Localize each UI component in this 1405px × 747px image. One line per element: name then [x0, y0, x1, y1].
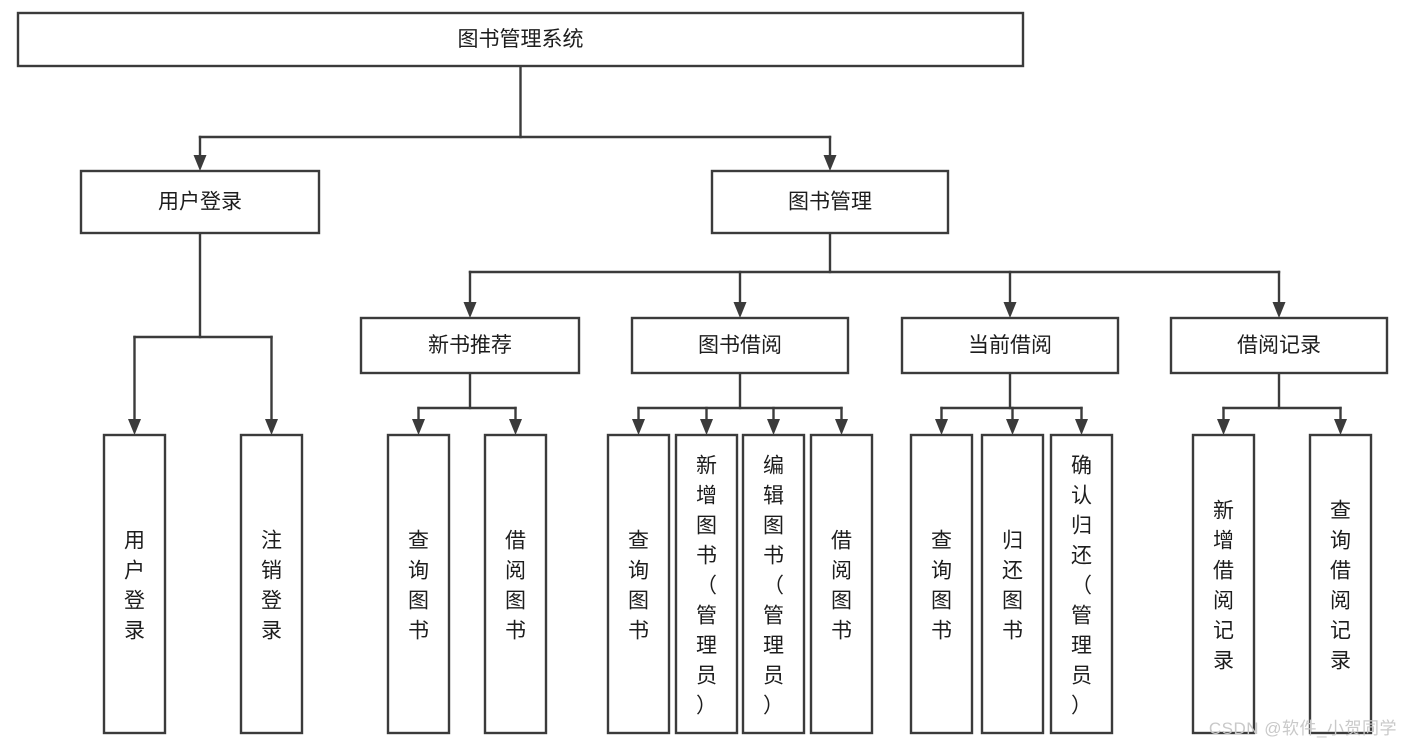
node-label: 查询借阅记录 — [1330, 499, 1351, 672]
node-label: 新增借阅记录 — [1213, 499, 1234, 672]
node-label: 确认归还（管理员） — [1071, 454, 1092, 717]
node-label: 当前借阅 — [968, 334, 1052, 357]
node-leaf4[interactable]: 借阅图书 — [483, 433, 548, 735]
node-label: 新书推荐 — [428, 334, 512, 357]
node-label: 图书管理系统 — [458, 28, 584, 51]
node-box — [741, 433, 806, 735]
node-box — [1191, 433, 1256, 735]
node-box — [359, 316, 581, 375]
node-login[interactable]: 用户登录 — [79, 169, 321, 235]
node-leaf13[interactable]: 查询借阅记录 — [1308, 433, 1373, 735]
node-leaf10[interactable]: 归还图书 — [980, 433, 1045, 735]
arrow-head-icon — [700, 419, 713, 435]
node-box — [386, 433, 451, 735]
node-box — [710, 169, 950, 235]
node-leaf11[interactable]: 确认归还（管理员） — [1049, 433, 1114, 735]
arrow-head-icon — [835, 419, 848, 435]
node-box — [980, 433, 1045, 735]
node-box — [606, 433, 671, 735]
node-label: 查询图书 — [628, 529, 649, 642]
node-label: 借阅图书 — [505, 529, 526, 642]
node-leaf5[interactable]: 查询图书 — [606, 433, 671, 735]
node-leaf12[interactable]: 新增借阅记录 — [1191, 433, 1256, 735]
node-leaf7[interactable]: 编辑图书（管理员） — [741, 433, 806, 735]
node-records[interactable]: 借阅记录 — [1169, 316, 1389, 375]
arrow-head-icon — [265, 419, 278, 435]
node-label: 用户登录 — [158, 191, 242, 214]
node-leaf9[interactable]: 查询图书 — [909, 433, 974, 735]
node-label: 图书借阅 — [698, 334, 782, 357]
arrow-head-icon — [128, 419, 141, 435]
node-label: 查询图书 — [931, 529, 952, 642]
node-current[interactable]: 当前借阅 — [900, 316, 1120, 375]
arrow-head-icon — [1272, 302, 1286, 318]
arrow-head-icon — [1334, 419, 1347, 435]
node-leaf2[interactable]: 注销登录 — [239, 433, 304, 735]
node-label: 归还图书 — [1002, 529, 1023, 642]
arrow-head-icon — [632, 419, 645, 435]
node-leaf6[interactable]: 新增图书（管理员） — [674, 433, 739, 735]
arrow-head-icon — [733, 302, 747, 318]
node-label: 注销登录 — [261, 529, 282, 642]
arrow-head-icon — [1217, 419, 1230, 435]
node-box — [16, 11, 1025, 68]
node-box — [1049, 433, 1114, 735]
node-box — [809, 433, 874, 735]
node-box — [900, 316, 1120, 375]
node-leaf8[interactable]: 借阅图书 — [809, 433, 874, 735]
node-label: 图书管理 — [788, 191, 872, 214]
node-label: 借阅记录 — [1237, 334, 1321, 357]
node-leaf3[interactable]: 查询图书 — [386, 433, 451, 735]
node-newbook[interactable]: 新书推荐 — [359, 316, 581, 375]
node-box — [79, 169, 321, 235]
connector-layer — [128, 64, 1347, 435]
node-layer: 图书管理系统用户登录图书管理新书推荐图书借阅当前借阅借阅记录用户登录注销登录查询… — [16, 11, 1389, 735]
node-box — [239, 433, 304, 735]
node-box — [674, 433, 739, 735]
arrow-head-icon — [463, 302, 477, 318]
node-box — [909, 433, 974, 735]
arrow-head-icon — [767, 419, 780, 435]
node-box — [483, 433, 548, 735]
arrow-head-icon — [412, 419, 425, 435]
node-label: 编辑图书（管理员） — [763, 454, 784, 717]
node-borrow[interactable]: 图书借阅 — [630, 316, 850, 375]
arrow-head-icon — [1006, 419, 1019, 435]
arrow-head-icon — [935, 419, 948, 435]
node-label: 查询图书 — [408, 529, 429, 642]
node-root[interactable]: 图书管理系统 — [16, 11, 1025, 68]
arrow-head-icon — [509, 419, 522, 435]
node-box — [1308, 433, 1373, 735]
node-label: 新增图书（管理员） — [696, 454, 717, 717]
arrow-head-icon — [823, 155, 837, 171]
node-label: 借阅图书 — [831, 529, 852, 642]
arrow-head-icon — [193, 155, 207, 171]
node-box — [1169, 316, 1389, 375]
arrow-head-icon — [1075, 419, 1088, 435]
node-leaf1[interactable]: 用户登录 — [102, 433, 167, 735]
node-bookmgmt[interactable]: 图书管理 — [710, 169, 950, 235]
node-box — [630, 316, 850, 375]
arrow-head-icon — [1003, 302, 1017, 318]
node-box — [102, 433, 167, 735]
node-label: 用户登录 — [124, 529, 145, 642]
